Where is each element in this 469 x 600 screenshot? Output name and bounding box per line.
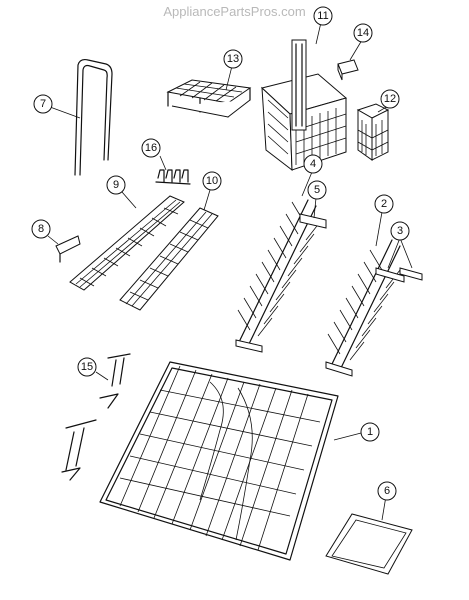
callout-3-label: 3 [397,225,403,237]
callout-12-label: 12 [384,93,396,105]
callout-3: 3 [390,221,410,241]
callout-10-label: 10 [206,175,218,187]
callout-8-label: 8 [38,223,44,235]
callout-15-label: 15 [81,361,93,373]
callout-14: 14 [353,23,373,43]
part-14-basket-lid [337,59,359,81]
callouts: 1 2 3 4 5 6 7 8 [31,6,410,501]
callout-9-label: 9 [113,179,119,191]
part-1-upper-rack [99,361,339,561]
callout-7-label: 7 [40,98,46,110]
callout-11-label: 11 [317,10,328,22]
callout-15: 15 [77,357,97,377]
callout-5: 5 [307,180,327,200]
part-16-clips [155,169,191,185]
callout-13-label: 13 [227,53,239,65]
part-12-small-basket [356,103,390,161]
callout-12: 12 [380,89,400,109]
part-15-clips [61,353,131,481]
callout-6: 6 [377,481,397,501]
callout-13: 13 [223,49,243,69]
callout-6-label: 6 [384,485,390,497]
callout-5-label: 5 [314,184,320,196]
callout-16: 16 [141,138,161,158]
part-6-tray [325,513,413,575]
callout-1: 1 [360,422,380,442]
callout-4: 4 [303,154,323,174]
part-4-tine-rack [235,199,321,353]
part-5-rack-clip [299,213,327,229]
callout-10: 10 [202,171,222,191]
part-3-rack-clips [375,267,423,283]
watermark: AppliancePartsPros.com [163,4,306,19]
part-7-handle [74,58,113,176]
part-10-tine-row [119,207,219,311]
callout-2-label: 2 [381,198,387,210]
callout-14-label: 14 [357,27,369,39]
callout-8: 8 [31,219,51,239]
part-13-cup-shelf [166,79,252,118]
part-11-silverware-basket [260,39,348,172]
callout-11: 11 [313,6,333,26]
callout-4-label: 4 [310,158,316,170]
part-9-folding-tines [69,195,185,291]
callout-1-label: 1 [367,426,373,438]
part-2-tine-rack [325,239,401,377]
callout-9: 9 [106,175,126,195]
callout-2: 2 [374,194,394,214]
part-8-clip [55,235,81,263]
callout-16-label: 16 [145,142,157,154]
callout-7: 7 [33,94,53,114]
